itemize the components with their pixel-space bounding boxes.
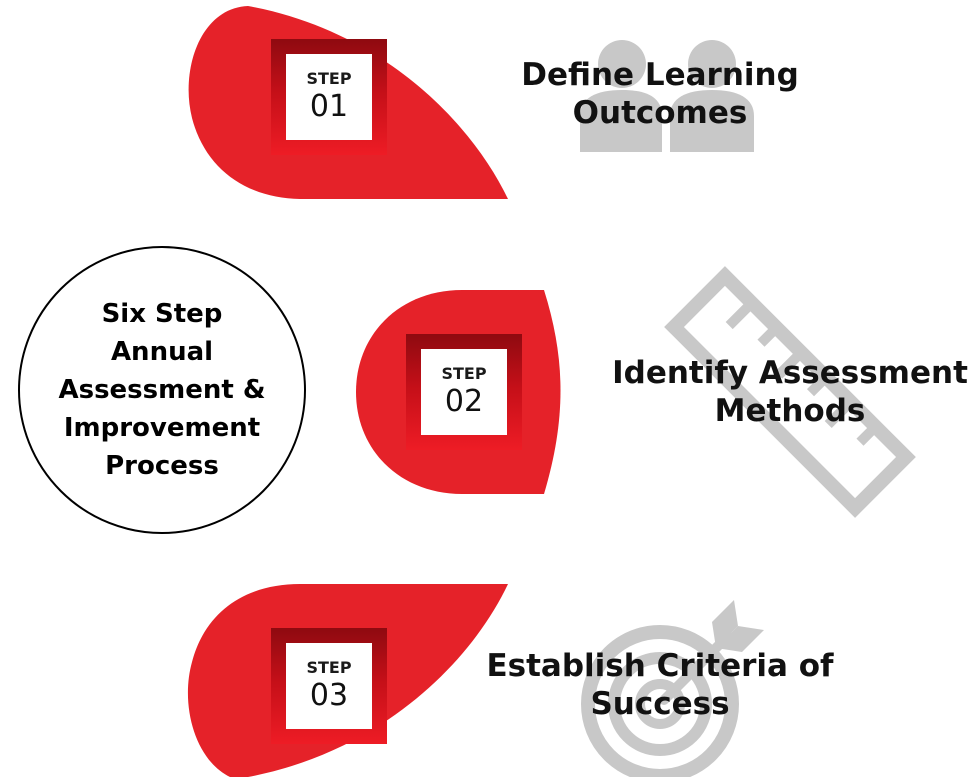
step-01-number: 01 [309,89,349,124]
step-01-badge-inner: STEP 01 [286,54,372,140]
step-02-badge: STEP 02 [406,334,522,450]
step-03-label: STEP [306,658,352,677]
step-02-badge-inner: STEP 02 [421,349,507,435]
step-03-number: 03 [309,678,349,713]
step-03-title-line: Establish Criteria of [486,648,834,684]
step-03-badge-inner: STEP 03 [286,643,372,729]
center-title-line: Six Step [101,299,223,329]
step-01-title-line: Outcomes [572,95,748,131]
center-title-line: Process [105,451,219,481]
step-01-title: Define Learning Outcomes [480,56,840,132]
step-01-label: STEP [306,69,352,88]
step-02-title-line: Identify Assessment [612,355,968,391]
step-03-title-line: Success [590,686,730,722]
step-02-title-line: Methods [714,393,866,429]
center-circle: Six Step Annual Assessment & Improvement… [18,246,306,534]
step-03-badge: STEP 03 [271,628,387,744]
step-01-title-line: Define Learning [521,57,799,93]
center-title: Six Step Annual Assessment & Improvement… [42,295,282,485]
step-02-label: STEP [441,364,487,383]
step-03-title: Establish Criteria of Success [480,647,840,723]
center-title-line: Assessment & [58,375,266,405]
step-02-title: Identify Assessment Methods [612,354,968,430]
center-title-line: Annual [110,337,214,367]
step-02-number: 02 [444,384,484,419]
step-01-badge: STEP 01 [271,39,387,155]
center-title-line: Improvement [63,413,261,443]
